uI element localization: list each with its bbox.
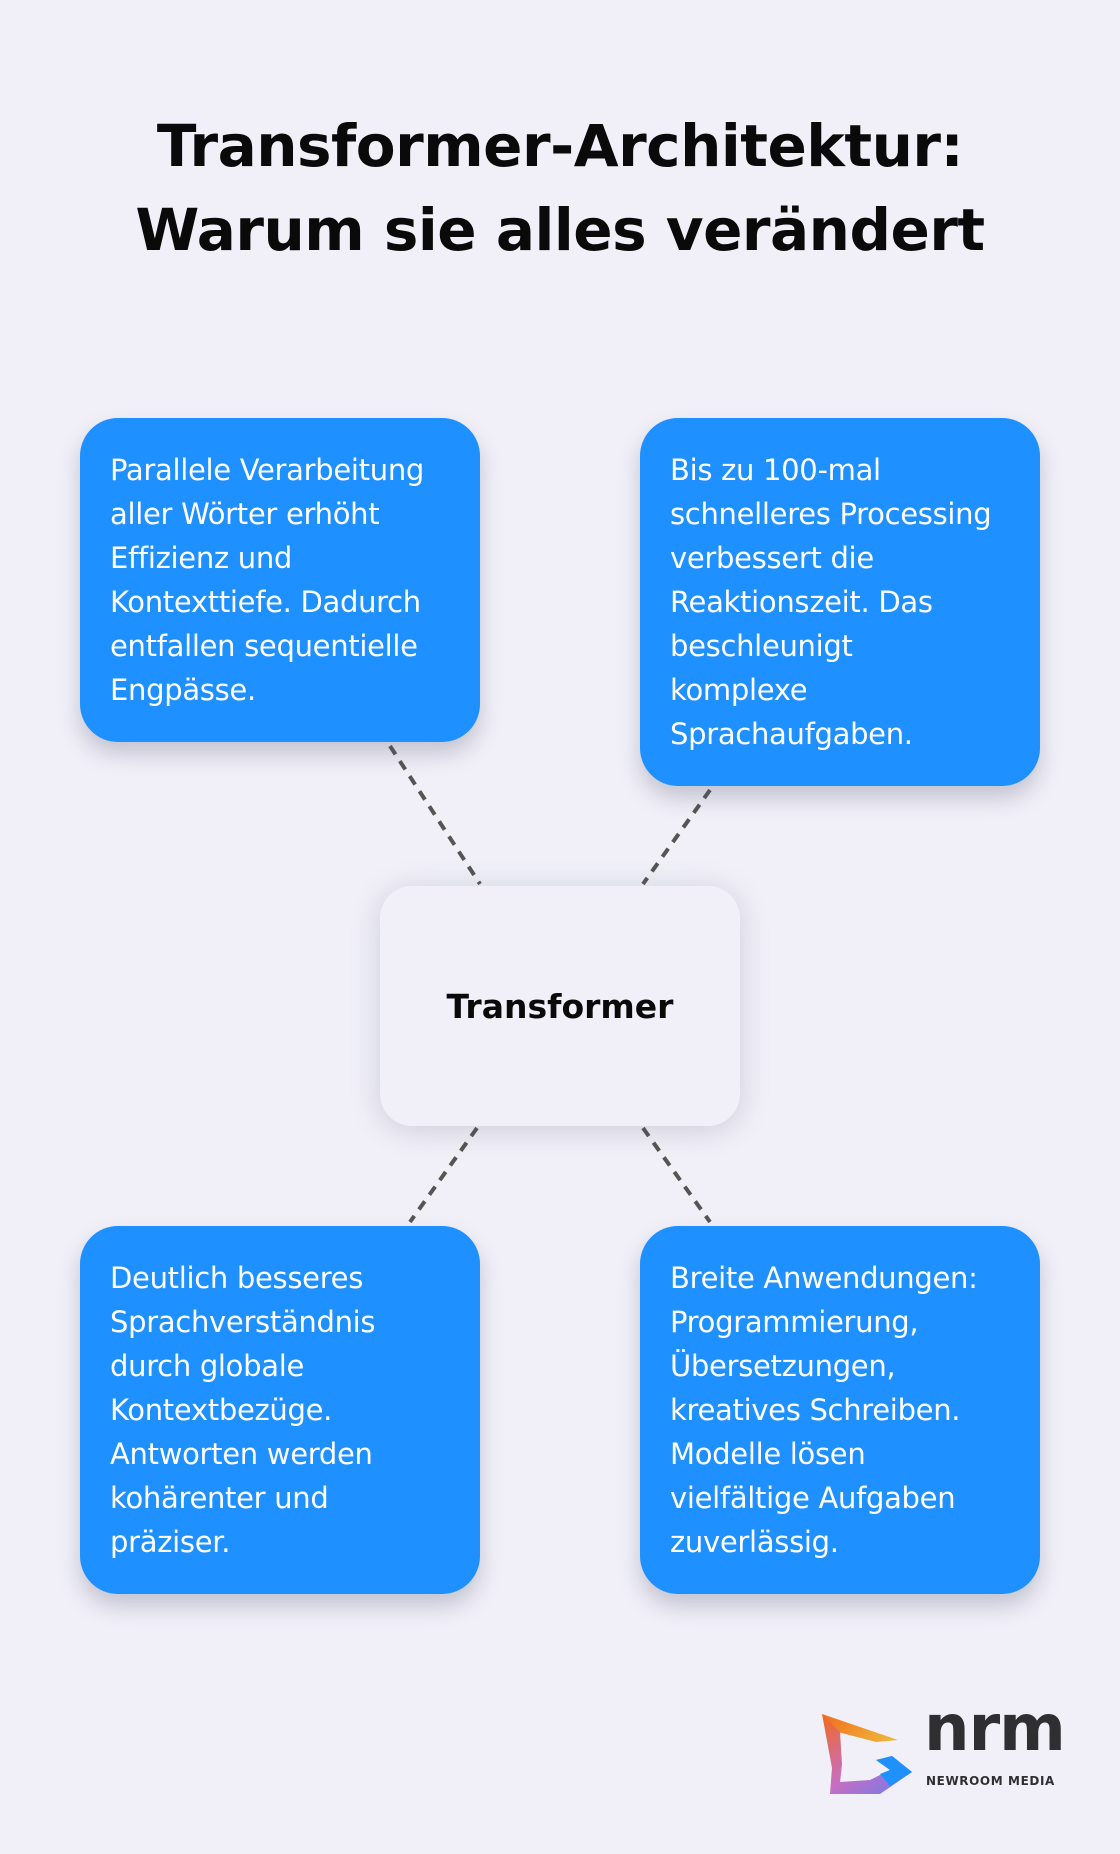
title-line-2: Warum sie alles verändert bbox=[135, 196, 985, 264]
card-text-line: Kontexttiefe. Dadurch bbox=[110, 585, 421, 619]
card-text-line: Kontextbezüge. bbox=[110, 1393, 333, 1427]
card-text-line: Programmierung, bbox=[670, 1305, 919, 1339]
card-text-line: Sprachaufgaben. bbox=[670, 717, 913, 751]
card-text-line: entfallen sequentielle bbox=[110, 629, 418, 663]
nrm-logo-icon bbox=[822, 1714, 912, 1794]
card-text-line: Sprachverständnis bbox=[110, 1305, 376, 1339]
card-text-line: Bis zu 100-mal bbox=[670, 453, 881, 487]
card-text-line: kreatives Schreiben. bbox=[670, 1393, 961, 1427]
connector-top-left bbox=[388, 744, 482, 886]
card-text-line: zuverlässig. bbox=[670, 1525, 839, 1559]
card-text-line: Modelle lösen bbox=[670, 1437, 866, 1471]
card-text-line: komplexe bbox=[670, 673, 808, 707]
card-text-line: Parallele Verarbeitung bbox=[110, 453, 425, 487]
title-line-1: Transformer-Architektur: bbox=[156, 112, 964, 180]
card-text-line: vielfältige Aufgaben bbox=[670, 1481, 956, 1515]
card-text-line: Reaktionszeit. Das bbox=[670, 585, 933, 619]
card-text-line: Antworten werden bbox=[110, 1437, 373, 1471]
card-text-line: beschleunigt bbox=[670, 629, 853, 663]
card-text-line: kohärenter und bbox=[110, 1481, 329, 1515]
card-text-line: Deutlich besseres bbox=[110, 1261, 364, 1295]
connector-bottom-right bbox=[641, 1126, 712, 1224]
center-node-label: Transformer bbox=[446, 986, 674, 1026]
card-bottom-left: Deutlich besseres Sprachverständnis durc… bbox=[80, 1226, 480, 1594]
nrm-logo: nrm NEWROOM MEDIA bbox=[820, 1692, 1070, 1794]
page-title: Transformer-Architektur: Warum sie alles… bbox=[0, 104, 1120, 272]
card-text-line: aller Wörter erhöht bbox=[110, 497, 380, 531]
card-top-right: Bis zu 100-mal schnelleres Processing ve… bbox=[640, 418, 1040, 786]
card-bottom-right: Breite Anwendungen: Programmierung, Über… bbox=[640, 1226, 1040, 1594]
connector-top-right bbox=[641, 788, 712, 886]
center-node: Transformer bbox=[380, 886, 740, 1126]
card-text-line: Übersetzungen, bbox=[670, 1349, 896, 1383]
card-text-line: Effizienz und bbox=[110, 541, 293, 575]
card-text-line: verbessert die bbox=[670, 541, 874, 575]
logo-subtitle: NEWROOM MEDIA bbox=[926, 1774, 1055, 1788]
connector-bottom-left bbox=[408, 1126, 479, 1224]
card-top-left: Parallele Verarbeitung aller Wörter erhö… bbox=[80, 418, 480, 742]
logo-wordmark: nrm bbox=[924, 1692, 1066, 1766]
card-text-line: schnelleres Processing bbox=[670, 497, 992, 531]
card-text-line: Engpässe. bbox=[110, 673, 256, 707]
card-text-line: Breite Anwendungen: bbox=[670, 1261, 978, 1295]
card-text-line: durch globale bbox=[110, 1349, 305, 1383]
card-text-line: präziser. bbox=[110, 1525, 231, 1559]
